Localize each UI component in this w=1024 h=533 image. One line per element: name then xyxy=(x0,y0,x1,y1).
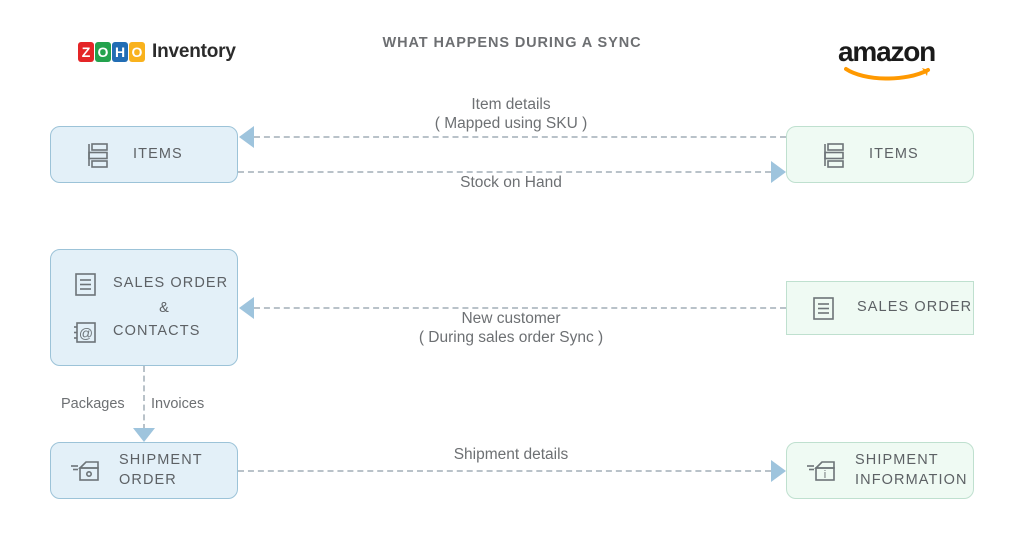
node-shipment-information-amazon-line1: SHIPMENT xyxy=(855,451,939,468)
svg-text:@: @ xyxy=(79,325,93,341)
items-icon xyxy=(821,141,847,169)
sales-order-row: SALES ORDER xyxy=(71,270,237,298)
amazon-wordmark: amazon xyxy=(838,36,936,67)
node-shipment-information-amazon-label: SHIPMENT INFORMATION xyxy=(855,451,968,490)
flow-label-shipment-details: Shipment details xyxy=(380,446,642,465)
node-contacts-zoho-label: CONTACTS xyxy=(113,322,201,339)
package-box-icon xyxy=(69,456,103,486)
flow-label-new-customer: New customer ( During sales order Sync ) xyxy=(380,310,642,348)
node-sales-order-amazon-label: SALES ORDER xyxy=(857,299,973,316)
node-sales-order-zoho-label: SALES ORDER xyxy=(113,274,229,291)
package-box-info-icon: i xyxy=(805,456,839,486)
items-icon xyxy=(85,141,111,169)
connector-new-customer-arrowhead xyxy=(239,297,254,319)
node-shipment-order-zoho-label: SHIPMENT ORDER xyxy=(119,451,203,490)
flow-label-new-customer-line2: ( During sales order Sync ) xyxy=(418,328,604,346)
flow-label-stock-on-hand-line1: Stock on Hand xyxy=(460,174,562,191)
connector-stock-on-hand-line xyxy=(238,171,771,173)
zoho-tile-o1: O xyxy=(95,42,111,62)
flow-label-new-customer-line1: New customer xyxy=(461,310,561,327)
flow-label-item-details: Item details ( Mapped using SKU ) xyxy=(380,96,642,134)
node-shipment-order-zoho-line2: ORDER xyxy=(119,471,177,488)
connector-shipment-details-line xyxy=(238,470,771,472)
node-items-amazon-label: ITEMS xyxy=(869,145,919,162)
zoho-inventory-logo: Z O H O Inventory xyxy=(78,41,236,63)
node-items-zoho[interactable]: ITEMS xyxy=(50,126,238,183)
zoho-tile-o2: O xyxy=(129,42,145,62)
connector-item-details-arrowhead xyxy=(239,126,254,148)
document-icon xyxy=(71,270,99,298)
connector-stock-on-hand-arrowhead xyxy=(771,161,786,183)
flow-label-shipment-details-line1: Shipment details xyxy=(453,446,569,463)
sales-order-contacts-ampersand: & xyxy=(159,299,169,316)
connector-new-customer-line xyxy=(254,307,786,309)
node-sales-order-contacts-zoho[interactable]: SALES ORDER & @ CONTACTS xyxy=(50,249,238,366)
amazon-smile-icon xyxy=(844,67,930,81)
zoho-tile-z: Z xyxy=(78,42,94,62)
flow-label-invoices: Invoices xyxy=(151,396,205,412)
connector-shipment-details-arrowhead xyxy=(771,460,786,482)
node-items-zoho-label: ITEMS xyxy=(133,145,183,162)
document-icon xyxy=(809,294,837,322)
sales-order-contacts-content: SALES ORDER & @ CONTACTS xyxy=(71,250,237,365)
node-shipment-information-amazon-line2: INFORMATION xyxy=(855,471,968,488)
page-title: WHAT HAPPENS DURING A SYNC xyxy=(382,35,642,51)
connector-packages-invoices-arrowhead xyxy=(133,428,155,442)
amazon-logo: amazon xyxy=(838,36,942,81)
node-items-amazon[interactable]: ITEMS xyxy=(786,126,974,183)
flow-label-stock-on-hand: Stock on Hand xyxy=(380,174,642,193)
flow-label-item-details-line2: ( Mapped using SKU ) xyxy=(434,114,588,132)
node-sales-order-amazon[interactable]: SALES ORDER xyxy=(786,281,974,335)
contacts-at-icon: @ xyxy=(71,318,99,346)
zoho-logo-tiles: Z O H O xyxy=(78,42,145,62)
node-shipment-order-zoho[interactable]: SHIPMENT ORDER xyxy=(50,442,238,499)
node-shipment-information-amazon[interactable]: i SHIPMENT INFORMATION xyxy=(786,442,974,499)
connector-packages-invoices-line xyxy=(143,366,145,430)
node-shipment-order-zoho-line1: SHIPMENT xyxy=(119,451,203,468)
contacts-row: @ CONTACTS xyxy=(71,318,237,346)
svg-text:i: i xyxy=(824,469,826,481)
flow-label-packages: Packages xyxy=(61,396,125,412)
zoho-tile-h: H xyxy=(112,42,128,62)
zoho-inventory-wordmark: Inventory xyxy=(152,41,236,62)
flow-label-item-details-line1: Item details xyxy=(471,96,551,113)
connector-item-details-line xyxy=(254,136,786,138)
